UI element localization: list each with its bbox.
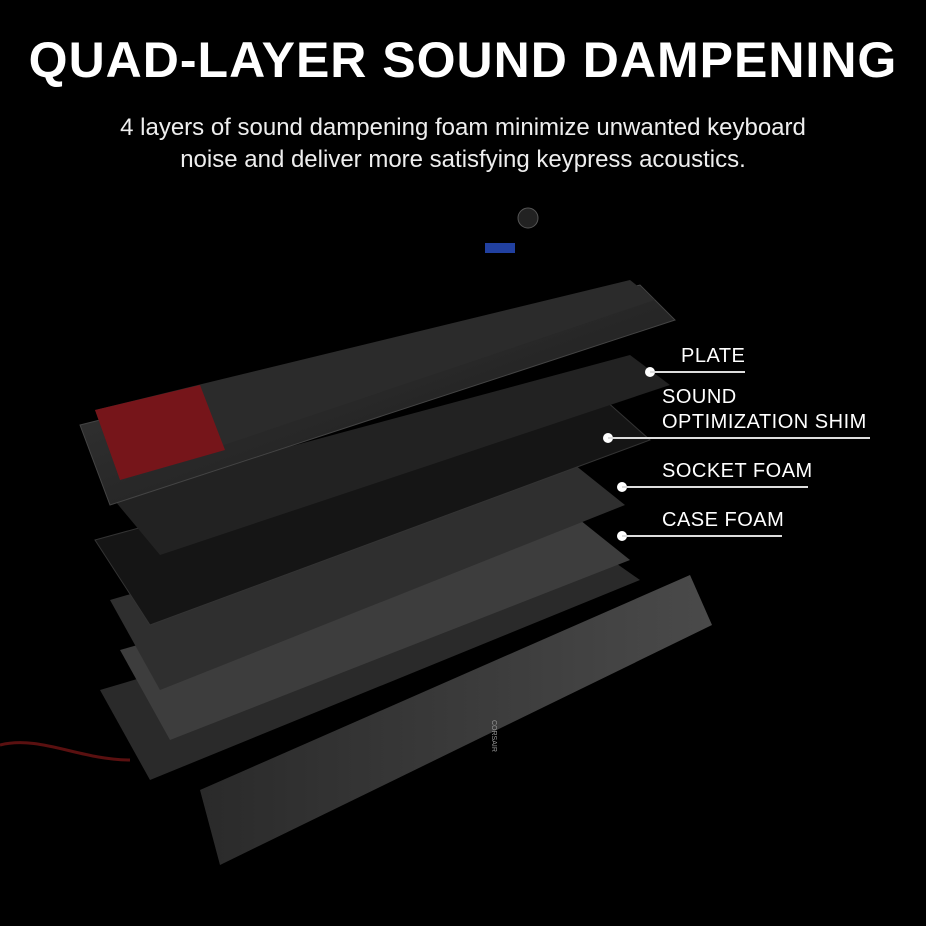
callout-line-plate bbox=[650, 371, 745, 373]
volume-knob bbox=[517, 207, 539, 229]
callout-line-case-foam bbox=[622, 535, 782, 537]
callout-label-shim-line-2: OPTIMIZATION SHIM bbox=[662, 411, 867, 433]
corsair-logo: CORSAIR bbox=[490, 720, 497, 752]
red-accent-keys bbox=[95, 385, 225, 480]
subtitle: 4 layers of sound dampening foam minimiz… bbox=[0, 112, 926, 176]
socket-foam-layer bbox=[110, 465, 625, 690]
plate-layer bbox=[110, 355, 670, 555]
callout-label-case-foam: CASE FOAM bbox=[662, 509, 785, 531]
callout-line-shim bbox=[608, 437, 870, 439]
callout-label-plate: PLATE bbox=[681, 345, 746, 367]
wrist-rest bbox=[200, 575, 712, 865]
callout-label-socket-foam: SOCKET FOAM bbox=[662, 460, 813, 482]
cable bbox=[0, 741, 131, 762]
callout-label-shim-line-1: SOUND bbox=[662, 386, 737, 408]
page-title: QUAD-LAYER SOUND DAMPENING bbox=[28, 32, 898, 88]
case-foam-layer bbox=[120, 520, 630, 740]
subtitle-line-2: noise and deliver more satisfying keypre… bbox=[180, 146, 746, 173]
callout-line-socket-foam bbox=[622, 486, 808, 488]
display-screen bbox=[485, 243, 515, 253]
keycaps bbox=[95, 280, 655, 480]
subtitle-line-1: 4 layers of sound dampening foam minimiz… bbox=[120, 114, 806, 141]
callout-label-shim: SOUND OPTIMIZATION SHIM bbox=[662, 385, 867, 435]
